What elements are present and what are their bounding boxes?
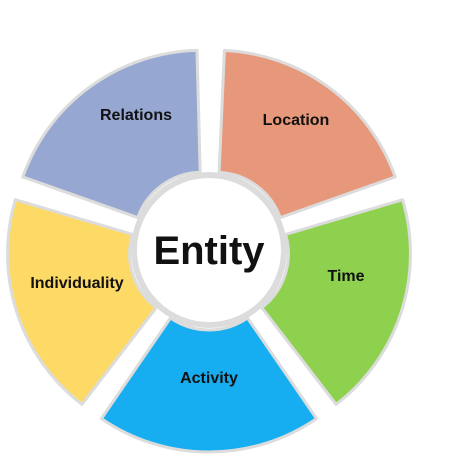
- segments-layer: [6, 48, 412, 454]
- segment-location: [217, 49, 397, 220]
- segment-label-relations: Relations: [100, 107, 172, 124]
- segment-individuality: [6, 198, 158, 406]
- segment-activity: [99, 316, 319, 454]
- segment-label-location: Location: [263, 112, 330, 129]
- center-hub: [131, 172, 287, 328]
- center-hub-label: Entity: [153, 229, 265, 273]
- segment-time: [260, 198, 412, 406]
- segment-label-individuality: Individuality: [30, 275, 123, 292]
- segment-label-time: Time: [327, 268, 364, 285]
- segment-relations: [21, 48, 202, 220]
- segment-label-activity: Activity: [180, 370, 238, 387]
